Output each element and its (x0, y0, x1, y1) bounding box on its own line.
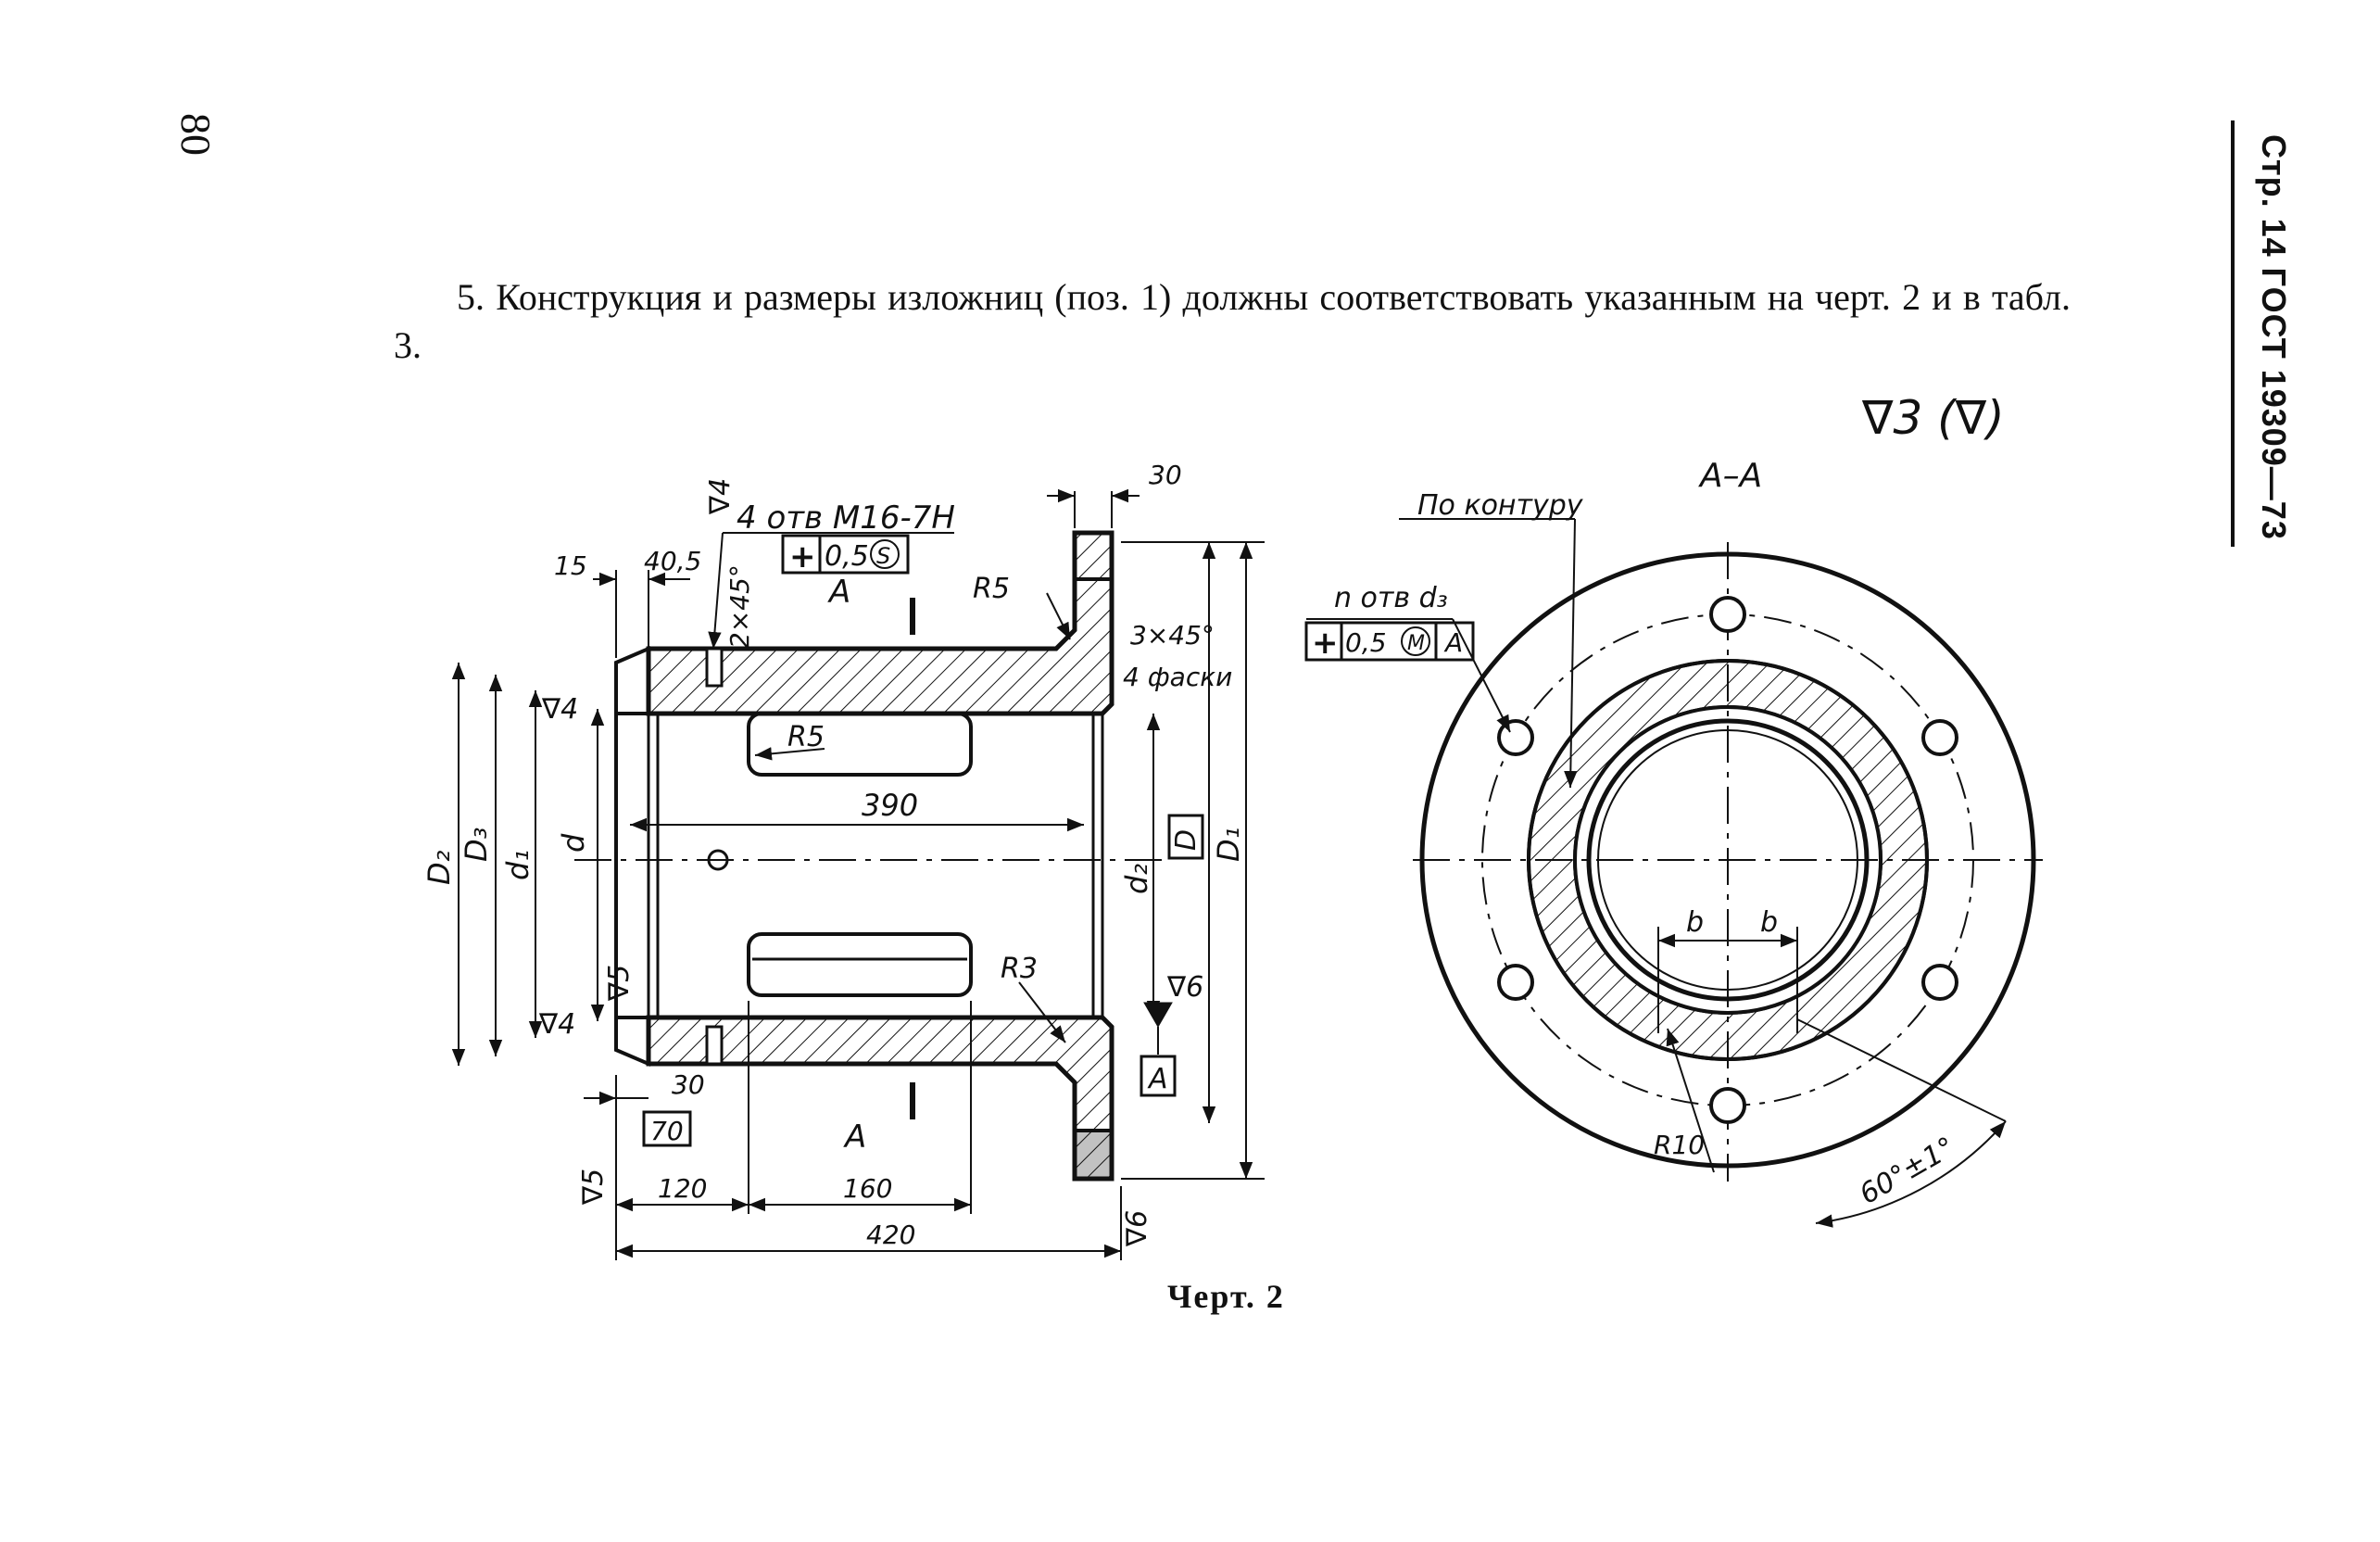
thread-tolerance-value: 0,5 (825, 540, 869, 573)
roughness-5-inner: ∇5 (603, 965, 636, 1002)
diameter-D1: D₁ (1211, 828, 1246, 862)
position-tolerance-symbol: + (789, 538, 816, 575)
dim-390: 390 (862, 788, 918, 823)
diameter-d1: d₁ (500, 850, 535, 880)
mold-side-section (451, 488, 1265, 1260)
roughness-4-low: ∇4 (538, 1008, 575, 1041)
angle-dimension: 60°±1° (1855, 1131, 1961, 1211)
figure-caption: Черт. 2 (1167, 1278, 1285, 1315)
thread-tolerance-modifier: S (876, 543, 890, 569)
diameter-D3: D₃ (459, 828, 494, 862)
body-outer-contour (614, 645, 650, 715)
dim-420: 420 (866, 1220, 915, 1250)
body-paragraph: 5. Конструкция и размеры изложниц (поз. … (394, 273, 2071, 370)
dim-b-left: b (1686, 906, 1704, 939)
roughness-4-top: ∇4 (704, 478, 737, 515)
window-top (747, 712, 973, 777)
section-mark-bottom: A (843, 1119, 866, 1156)
dim-15: 15 (554, 550, 587, 581)
dim-120: 120 (658, 1173, 707, 1204)
flange-bottom (1073, 1129, 1114, 1181)
dim-40-5: 40,5 (644, 546, 701, 576)
diameter-d: d (556, 833, 591, 853)
roughness-general-symbol: ∇3 (∇) (1861, 391, 2005, 445)
diameter-D2: D₂ (422, 850, 457, 885)
roughness-6-face: ∇6 (1166, 971, 1203, 1004)
small-chamfer: 2×45° (724, 564, 755, 649)
chamfer-count: 4 фаски (1123, 662, 1232, 692)
section-title: A–A (1698, 457, 1762, 495)
holes-note: n отв d₃ (1334, 582, 1448, 614)
dim-30-bottom: 30 (672, 1069, 705, 1100)
section-view-a-a (1306, 518, 2043, 1228)
flange-chamfer: 3×45° (1130, 620, 1215, 651)
datum-frame: A (1140, 1055, 1177, 1097)
item-number: 5. (457, 276, 485, 318)
dim-70: 70 (650, 1116, 684, 1146)
holes-tolerance-value: 0,5 (1345, 627, 1387, 658)
roughness-5-edge: ∇5 (577, 1169, 610, 1206)
holes-tolerance-symbol: + (1312, 625, 1339, 662)
holes-tolerance-modifier: M (1407, 632, 1425, 655)
thread-hole-top (705, 647, 724, 688)
paragraph-text: Конструкция и размеры изложниц (поз. 1) … (394, 276, 2071, 366)
section-mark-top: A (827, 574, 850, 611)
diameter-d2: d₂ (1119, 864, 1154, 894)
contour-note: По контуру (1417, 489, 1584, 522)
dim-30-top: 30 (1149, 460, 1182, 490)
window-bottom (747, 932, 973, 997)
holes-tolerance-datum: A (1443, 627, 1463, 658)
thread-hole-bottom (705, 1025, 724, 1066)
dim-70-frame: 70 (642, 1110, 692, 1147)
thread-note: 4 отв М16-7H (737, 499, 955, 537)
holes-tolerance-frame: + 0,5 M A (1304, 621, 1475, 662)
diameter-D-frame: D (1167, 814, 1204, 860)
bolt-holes (1497, 596, 1958, 1124)
thread-tolerance-frame: + 0,5 S (781, 534, 910, 575)
diameter-D: D (1170, 829, 1203, 851)
roughness-4-left: ∇4 (541, 693, 578, 726)
flange-fillet-radius: R5 (973, 573, 1010, 605)
window-radius: R5 (787, 721, 825, 753)
flange-top (1073, 531, 1114, 581)
running-head-rule (2231, 120, 2235, 547)
dim-160: 160 (843, 1173, 892, 1204)
roughness-6-bottom: ∇6 (1121, 1210, 1153, 1247)
section-radius: R10 (1654, 1130, 1705, 1160)
datum-letter: A (1147, 1063, 1168, 1095)
dim-b-right: b (1760, 906, 1778, 939)
inner-radius: R3 (1001, 953, 1038, 985)
